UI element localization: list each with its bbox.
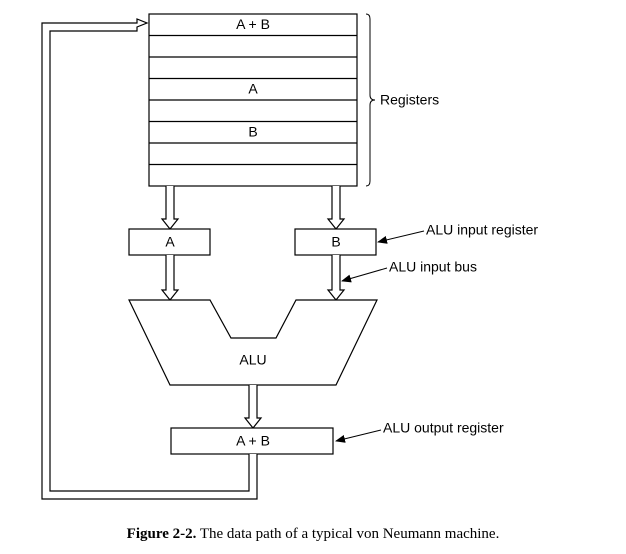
figure-caption: Figure 2-2. The data path of a typical v… bbox=[0, 526, 626, 543]
alu-output-register: A + B bbox=[170, 427, 334, 455]
alu-shape bbox=[128, 299, 378, 386]
register-row-5-label: B bbox=[248, 124, 257, 140]
callout-line-alu-input-register bbox=[377, 230, 425, 244]
bus-arrow-input-a-to-alu bbox=[160, 255, 180, 301]
alu-input-register-b-label: B bbox=[331, 234, 340, 250]
alu-input-register-a: A bbox=[128, 228, 211, 256]
callout-line-alu-output-register bbox=[335, 429, 382, 443]
alu-label: ALU bbox=[239, 352, 266, 368]
register-stack: A + B A B bbox=[148, 13, 358, 187]
callout-alu-input-register: ALU input register bbox=[426, 222, 538, 238]
figure-caption-text: The data path of a typical von Neumann m… bbox=[199, 526, 500, 542]
bus-arrow-alu-to-output bbox=[243, 385, 263, 429]
alu-input-register-b: B bbox=[294, 228, 377, 256]
callout-alu-input-bus: ALU input bus bbox=[389, 259, 477, 275]
feedback-bus bbox=[41, 18, 258, 500]
callout-alu-output-register: ALU output register bbox=[383, 420, 504, 436]
registers-brace bbox=[365, 13, 376, 187]
bus-arrow-input-b-to-alu bbox=[326, 255, 346, 301]
callout-line-alu-input-bus bbox=[341, 267, 388, 283]
registers-label: Registers bbox=[380, 92, 439, 108]
alu-input-register-a-label: A bbox=[165, 234, 175, 250]
bus-arrow-reg-to-input-a bbox=[160, 186, 180, 230]
alu-output-register-label: A + B bbox=[236, 433, 270, 449]
bus-arrow-reg-to-input-b bbox=[326, 186, 346, 230]
figure-number: Figure 2-2. bbox=[126, 526, 197, 542]
register-row-0-label: A + B bbox=[236, 16, 270, 32]
register-row-3-label: A bbox=[248, 81, 258, 97]
